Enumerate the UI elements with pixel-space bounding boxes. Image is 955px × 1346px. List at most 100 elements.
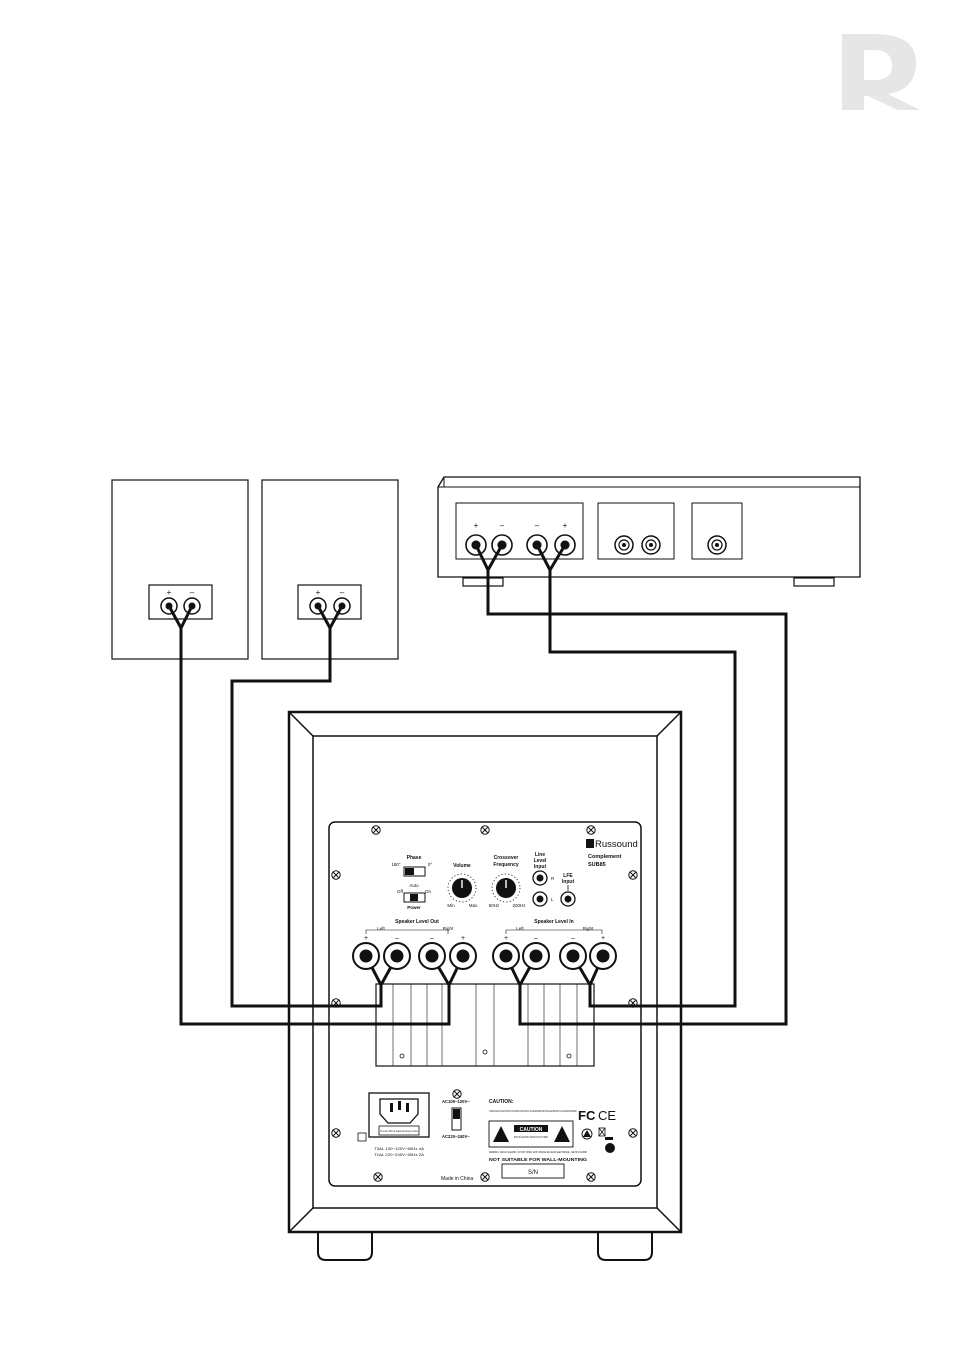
power-switch[interactable]	[403, 892, 426, 903]
wire-right-speaker-minus	[328, 605, 344, 629]
sub-out-right-plus-terminal[interactable]	[449, 942, 477, 970]
out-left-minus-label: –	[395, 935, 399, 942]
ce-mark: CE	[598, 1108, 616, 1123]
receiver-rca-panel	[597, 502, 675, 560]
off-label: Off	[397, 889, 404, 894]
line-level-label-1: Line	[535, 852, 545, 858]
sub-in-right-minus-terminal[interactable]	[559, 942, 587, 970]
line-level-label-3: Input	[534, 864, 547, 870]
caution-sub: RISK OF ELECTRIC SHOCK DO NOT OPEN	[514, 1135, 548, 1139]
crossover-label-line1: Crossover	[494, 855, 519, 861]
wire-receiver-right-minus	[535, 544, 552, 571]
made-in-label: Made in China	[441, 1176, 473, 1182]
voltage-selector-switch[interactable]	[451, 1107, 462, 1131]
wire-receiver-right-to-sub	[548, 570, 737, 1008]
auto-label: Auto	[409, 883, 419, 888]
in-right-plus-label: +	[601, 935, 605, 942]
out-right-minus-label: –	[430, 935, 434, 942]
volume-min-label: Min	[447, 903, 455, 908]
in-left-label: Left	[516, 926, 524, 931]
receiver-sub-out-panel	[691, 502, 743, 560]
fuse-note: For use with a 250V fuse. Replace with s…	[380, 1129, 418, 1133]
brand-model-line1: Complement	[588, 854, 621, 860]
phase-label: Phase	[407, 855, 422, 861]
wire-right-speaker-plus	[316, 605, 332, 629]
wire-left-speaker-plus	[167, 605, 183, 629]
lfe-input-jack[interactable]	[560, 891, 576, 907]
right-speaker-minus-label: –	[340, 588, 345, 597]
line-input-l-jack[interactable]	[532, 891, 548, 907]
phase-switch[interactable]	[403, 866, 426, 877]
in-left-plus-label: +	[504, 935, 508, 942]
line-level-label-2: Level	[534, 858, 547, 864]
sub-out-left-minus-terminal[interactable]	[383, 942, 411, 970]
subwoofer-cabinet	[287, 710, 683, 1261]
line-input-r-label: R	[551, 876, 555, 881]
panel-brand: Russound Complement SUB85	[586, 839, 638, 868]
shock-warning-icon	[493, 1126, 509, 1142]
not-wall-mount-text: NOT SUITABLE FOR WALL-MOUNTING	[489, 1157, 588, 1162]
right-speaker: + –	[261, 479, 399, 660]
receiver-sub-out-jack[interactable]	[707, 535, 727, 555]
receiver-speaker-output-panel	[455, 502, 584, 560]
fuse-rating-1: T3AL 100~120V~60Hz 4A	[374, 1147, 425, 1151]
caution-body: TO REDUCE THE RISK OF ELECTRIC SHOCK, DO…	[489, 1109, 577, 1113]
serial-number-label: S/N	[528, 1170, 538, 1176]
warning-text: WARNING: SHOCK HAZARD - DO NOT OPEN. AVI…	[489, 1150, 588, 1154]
russound-small-logo-icon	[586, 839, 594, 848]
receiver-terminal-label-2: –	[500, 521, 505, 530]
sub-binding-posts	[352, 942, 617, 970]
lfe-label-1: LFE	[563, 873, 573, 879]
out-left-plus-label: +	[364, 935, 368, 942]
attention-warning-icon	[554, 1126, 570, 1142]
caution-label: CAUTION	[520, 1127, 543, 1133]
voltage-label-1: AC100~120V~	[442, 1099, 470, 1104]
caution-title: CAUTION:	[489, 1099, 514, 1105]
line-input-l-label: L	[551, 897, 554, 902]
phase-0-label: 0°	[428, 862, 433, 867]
receiver-rca-jack-2[interactable]	[641, 535, 661, 555]
brand-model-line2: SUB85	[588, 862, 606, 868]
phase-180-label: 180°	[391, 862, 401, 867]
line-input-r-jack[interactable]	[532, 870, 548, 886]
speaker-wires	[167, 544, 788, 1026]
receiver-terminal-label-4: +	[563, 521, 568, 530]
receiver: + – – +	[437, 476, 861, 587]
sub-in-right-plus-terminal[interactable]	[589, 942, 617, 970]
volume-max-label: Max	[469, 903, 478, 908]
amplifier-panel: Russound Complement SUB85 Phase 180° 0° …	[328, 821, 642, 1187]
fuse-rating-2: T1AL 220~240V~50Hz 2A	[374, 1153, 425, 1157]
right-speaker-plus-label: +	[316, 588, 321, 597]
wire-left-speaker-to-sub	[179, 628, 451, 1026]
out-right-label: Right	[443, 926, 454, 931]
wire-receiver-right-plus	[548, 544, 567, 571]
out-right-plus-label: +	[461, 935, 465, 942]
crossover-label-line2: Frequency	[493, 862, 519, 868]
left-speaker-plus-label: +	[167, 588, 172, 597]
out-left-label: Left	[377, 926, 385, 931]
sub-out-right-minus-terminal[interactable]	[418, 942, 446, 970]
crossover-high-label: 200Hz	[512, 903, 526, 908]
volume-knob[interactable]	[447, 873, 477, 903]
receiver-terminal-label-1: +	[474, 521, 479, 530]
lfe-label-2: Input	[562, 879, 575, 885]
speaker-level-out-label: Speaker Level Out	[395, 919, 439, 925]
ac-power-inlet[interactable]	[368, 1092, 430, 1138]
in-right-minus-label: –	[571, 935, 575, 942]
receiver-rca-jack-1[interactable]	[614, 535, 634, 555]
on-label: On	[425, 889, 432, 894]
sub-in-left-minus-terminal[interactable]	[522, 942, 550, 970]
wire-left-speaker-minus	[179, 605, 194, 629]
sub-out-left-plus-terminal[interactable]	[352, 942, 380, 970]
class-ii-icon	[357, 1132, 367, 1142]
sub-in-left-plus-terminal[interactable]	[492, 942, 520, 970]
left-speaker-minus-label: –	[190, 588, 195, 597]
crossover-low-label: 50Hz	[489, 903, 500, 908]
crossover-knob[interactable]	[491, 873, 521, 903]
wire-receiver-left-minus	[486, 544, 504, 571]
fcc-mark: FC	[578, 1108, 596, 1123]
wire-right-speaker-to-sub	[230, 628, 383, 1008]
brand-name: Russound	[595, 839, 638, 850]
power-label: Power	[407, 905, 421, 910]
